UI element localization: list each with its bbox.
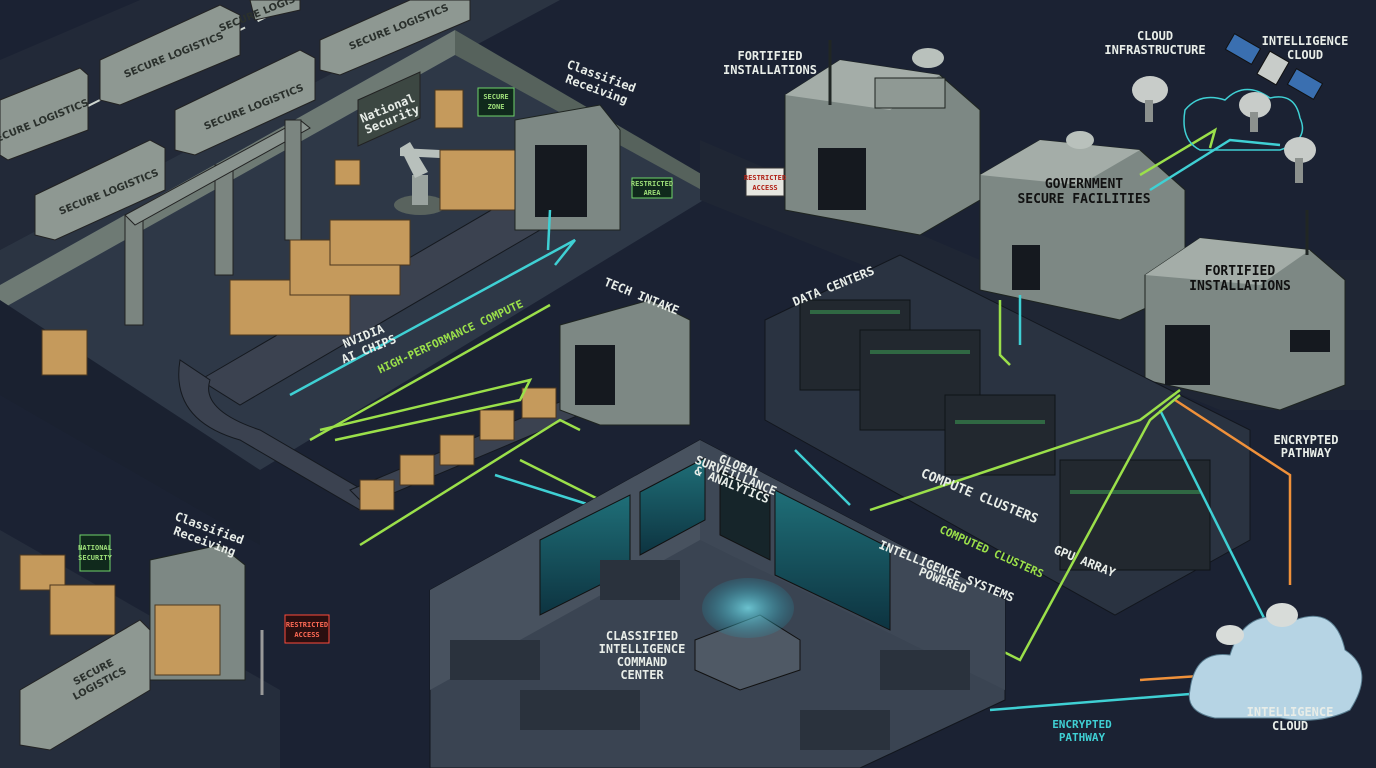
truck: SECURELOGISTICS xyxy=(19,619,151,751)
wall-screen xyxy=(639,457,706,556)
truck: SECURE LOGISTICS xyxy=(174,49,316,156)
government-complex: RESTRICTED ACCESS xyxy=(700,40,1376,616)
svg-text:SECURE: SECURE xyxy=(483,93,508,101)
workstations xyxy=(450,560,970,750)
satellite xyxy=(1224,33,1324,100)
svg-text:RESTRICTED: RESTRICTED xyxy=(744,174,786,182)
fortified-installation-top xyxy=(784,40,981,236)
gantry-crane xyxy=(124,119,311,326)
crate-stacks xyxy=(41,89,557,511)
svg-text:RESTRICTED: RESTRICTED xyxy=(631,180,673,188)
svg-text:RESTRICTED: RESTRICTED xyxy=(286,621,328,629)
robot-arm xyxy=(394,142,446,215)
svg-text:AREA: AREA xyxy=(644,189,662,197)
svg-text:ZONE: ZONE xyxy=(488,103,505,111)
dish-antenna xyxy=(1284,137,1316,183)
holo-table xyxy=(694,578,801,691)
national-security-wall-sign: NationalSecurity xyxy=(357,71,421,147)
tech-intake-gate xyxy=(559,299,691,426)
receiving-bottom: NATIONAL SECURITY RESTRICTED ACCESS SECU… xyxy=(0,530,330,768)
government-building xyxy=(979,131,1186,321)
warehouse-green-sign: SECURE ZONE xyxy=(477,87,515,117)
data-center-room xyxy=(764,254,1251,616)
dish-antenna xyxy=(1239,92,1271,132)
restricted-access-gate-sign: RESTRICTED ACCESS xyxy=(744,167,786,197)
world-map-screen xyxy=(774,489,891,631)
fortified-installation-right xyxy=(1144,210,1346,411)
pathways-warehouse xyxy=(289,209,601,547)
cloud-infrastructure xyxy=(1132,33,1324,183)
svg-text:NATIONAL: NATIONAL xyxy=(78,544,112,552)
svg-text:ACCESS: ACCESS xyxy=(752,184,777,192)
receiving-warehouse: NationalSecurity SECURE ZONE xyxy=(0,30,720,545)
command-center xyxy=(429,439,1006,768)
restricted-access-sign: RESTRICTED ACCESS xyxy=(284,614,330,644)
analytics-screen xyxy=(719,469,771,561)
svg-text:ACCESS: ACCESS xyxy=(294,631,319,639)
intelligence-cloud-bottom xyxy=(1188,603,1363,721)
dish-antenna xyxy=(1132,76,1168,122)
bottom-national-security-sign: NATIONAL SECURITY xyxy=(78,534,113,572)
svg-text:SECURITY: SECURITY xyxy=(78,554,113,562)
receiving-gate-top: RESTRICTED AREA xyxy=(514,104,673,231)
truck: SECURE LOGISTICS xyxy=(0,67,90,161)
